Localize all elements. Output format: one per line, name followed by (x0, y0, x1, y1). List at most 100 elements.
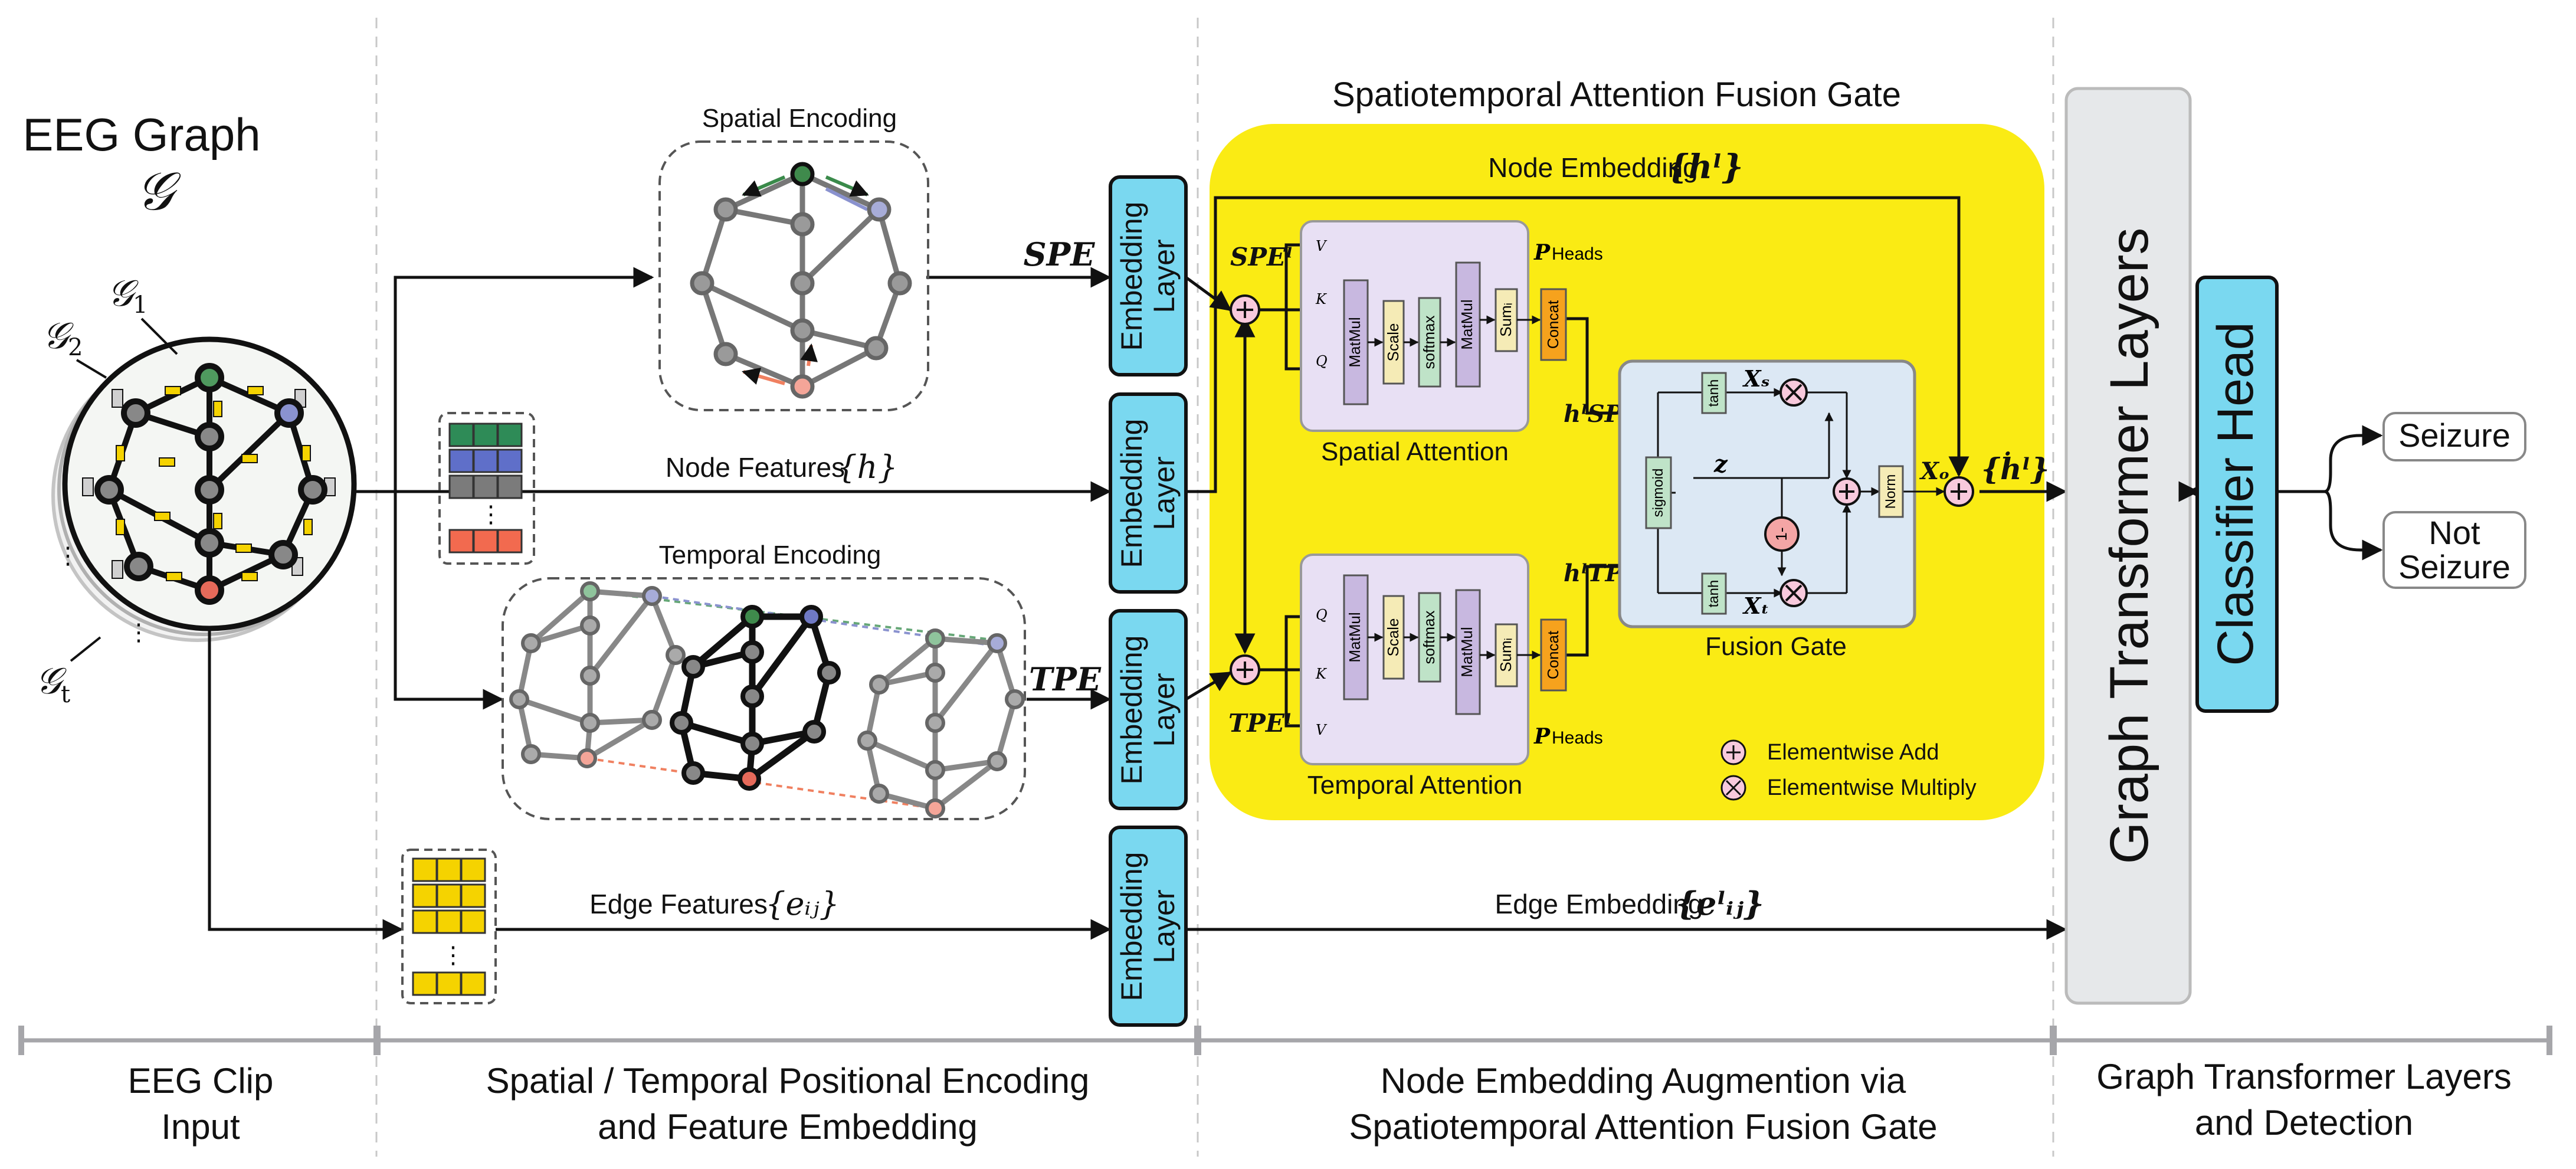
svg-text:Heads: Heads (1552, 244, 1603, 264)
svg-text:Seizure: Seizure (2398, 548, 2511, 585)
temporal-encoding-title: Temporal Encoding (659, 541, 881, 569)
node-features: ⋮ Node Features {h} (438, 412, 898, 565)
svg-text:Heads: Heads (1552, 728, 1603, 748)
spe-add-node (1230, 294, 1260, 325)
classifier-head: Classifier Head (2195, 276, 2279, 713)
eeg-graph-symbol: 𝒢 (136, 161, 181, 222)
svg-text:MatMul: MatMul (1458, 627, 1476, 677)
edge-features: ⋮ Edge Features {eᵢⱼ} (401, 849, 840, 1004)
stage-3-line-2: Spatiotemporal Attention Fusion Gate (1349, 1107, 1937, 1147)
embedding-layer-node: Embedding Layer (1109, 392, 1188, 594)
tpe-add-node (1230, 654, 1260, 685)
svg-text:Sumᵢ: Sumᵢ (1497, 303, 1515, 337)
eeg-graph-input: EEG Graph 𝒢 𝒢 1 𝒢 2 𝒢 t ⋮ ⋮ (22, 109, 357, 708)
edge-features-symbol: {eᵢⱼ} (765, 885, 840, 922)
fusion-gate: tanh tanh sigmoid Norm (1618, 359, 1945, 661)
spatial-attention: V K Q MatMul Scale softmax MatMul Sumᵢ C… (1300, 220, 1603, 466)
output-add-node (1944, 476, 1974, 507)
svg-text:Q: Q (1316, 607, 1328, 623)
input-arrows (208, 267, 1112, 940)
stage-timeline (18, 1026, 2552, 1055)
svg-text:MatMul: MatMul (1346, 317, 1364, 367)
temporal-encoding: Temporal Encoding (502, 541, 1102, 820)
stage-4-line-2: and Detection (2195, 1103, 2413, 1142)
spe-label: SPE (1024, 235, 1096, 273)
legend: Elementwise Add Elementwise Multiply (1720, 739, 1977, 801)
temporal-attention: Q K V MatMul Scale softmax MatMul Sumᵢ C… (1300, 554, 1603, 800)
edge-embedding-label: Edge Embedding (1495, 889, 1703, 919)
fusion-panel-title: Spatiotemporal Attention Fusion Gate (1332, 76, 1901, 114)
svg-text:⋮: ⋮ (441, 942, 465, 968)
stage-1-line-1: EEG Clip (128, 1061, 274, 1101)
svg-text:softmax: softmax (1420, 315, 1438, 369)
fusion-gate-panel: Spatiotemporal Attention Fusion Gate Nod… (1185, 76, 2067, 940)
svg-text:Graph Transformer Layers: Graph Transformer Layers (2099, 228, 2159, 865)
stage-3-line-1: Node Embedding Augmention via (1381, 1061, 1906, 1101)
svg-text:MatMul: MatMul (1458, 299, 1476, 349)
stage-dividers (375, 18, 2054, 1157)
svg-text:Embedding: Embedding (1115, 419, 1148, 568)
svg-text:sigmoid: sigmoid (1650, 469, 1666, 518)
edge-embedding-symbol: {eˡᵢⱼ} (1676, 885, 1764, 922)
stage-2-line-2: and Feature Embedding (598, 1107, 978, 1147)
svg-text:Layer: Layer (1148, 673, 1181, 746)
mul-node-bottom (1779, 579, 1808, 607)
svg-text:⋮: ⋮ (56, 543, 80, 569)
spatial-encoding: Spatial Encoding (658, 104, 1096, 411)
legend-mul: Elementwise Multiply (1767, 775, 1977, 800)
svg-text:Layer: Layer (1148, 456, 1181, 530)
svg-text:K: K (1315, 291, 1328, 307)
seizure-output: Seizure (2382, 412, 2526, 461)
embedding-layer-spe: Embedding Layer (1109, 175, 1188, 376)
svg-text:tanh: tanh (1706, 379, 1722, 407)
svg-text:Sumᵢ: Sumᵢ (1497, 638, 1515, 672)
svg-text:Scale: Scale (1384, 618, 1402, 656)
svg-text:z: z (1713, 450, 1728, 478)
eeg-graph-title: EEG Graph (22, 109, 260, 161)
add-node-gate (1833, 477, 1861, 506)
stage-1-line-2: Input (161, 1107, 240, 1147)
xo-label: Xₒ (1919, 457, 1950, 485)
stage-2-line-1: Spatial / Temporal Positional Encoding (486, 1061, 1090, 1101)
svg-text:⋮: ⋮ (479, 502, 503, 528)
node-features-symbol: {h} (837, 448, 898, 486)
tpe-label: TPE (1029, 660, 1102, 698)
embedding-layer-tpe: Embedding Layer (1109, 609, 1188, 810)
graph-transformer-layers: Graph Transformer Layers (2064, 87, 2192, 1005)
embedding-layers: Embedding Layer Embedding Layer Embeddin… (1109, 175, 1188, 1027)
svg-text:1: 1 (133, 292, 148, 319)
svg-text:Embedding: Embedding (1115, 852, 1148, 1001)
svg-text:⋮: ⋮ (127, 620, 150, 646)
svg-text:tanh: tanh (1706, 580, 1722, 608)
mul-node-top (1779, 378, 1808, 407)
not-seizure-output: Not Seizure (2382, 511, 2526, 589)
svg-text:Layer: Layer (1148, 239, 1181, 313)
svg-text:Scale: Scale (1384, 323, 1402, 361)
edge-features-label: Edge Features (589, 889, 768, 919)
spatial-attention-label: Spatial Attention (1321, 437, 1509, 466)
svg-text:Concat: Concat (1544, 630, 1562, 679)
spe-l-label: SPEˡ (1230, 243, 1293, 271)
svg-text:softmax: softmax (1420, 610, 1438, 664)
h-out-label: {ḣˡ} (1981, 451, 2049, 486)
temporal-attention-label: Temporal Attention (1307, 771, 1522, 800)
legend-add: Elementwise Add (1767, 740, 1939, 765)
svg-text:Classifier Head: Classifier Head (2207, 322, 2264, 666)
svg-text:Concat: Concat (1544, 300, 1562, 349)
svg-text:V: V (1316, 238, 1328, 254)
svg-text:P: P (1533, 724, 1551, 749)
svg-text:Not: Not (2428, 514, 2480, 551)
tpe-l-label: TPEˡ (1228, 709, 1292, 738)
svg-text:Norm: Norm (1883, 474, 1899, 509)
spatial-encoding-title: Spatial Encoding (702, 104, 897, 133)
one-minus-node: 1- (1764, 516, 1800, 552)
svg-text:Xₛ: Xₛ (1742, 365, 1769, 392)
svg-text:Seizure: Seizure (2398, 417, 2511, 454)
node-embedding-label: Node Embedding (1488, 152, 1697, 183)
svg-text:1-: 1- (1772, 527, 1790, 541)
svg-text:Xₜ: Xₜ (1742, 592, 1769, 619)
stage-labels: EEG Clip Input Spatial / Temporal Positi… (128, 1057, 2512, 1147)
svg-text:K: K (1315, 666, 1328, 682)
svg-text:Q: Q (1316, 353, 1328, 369)
